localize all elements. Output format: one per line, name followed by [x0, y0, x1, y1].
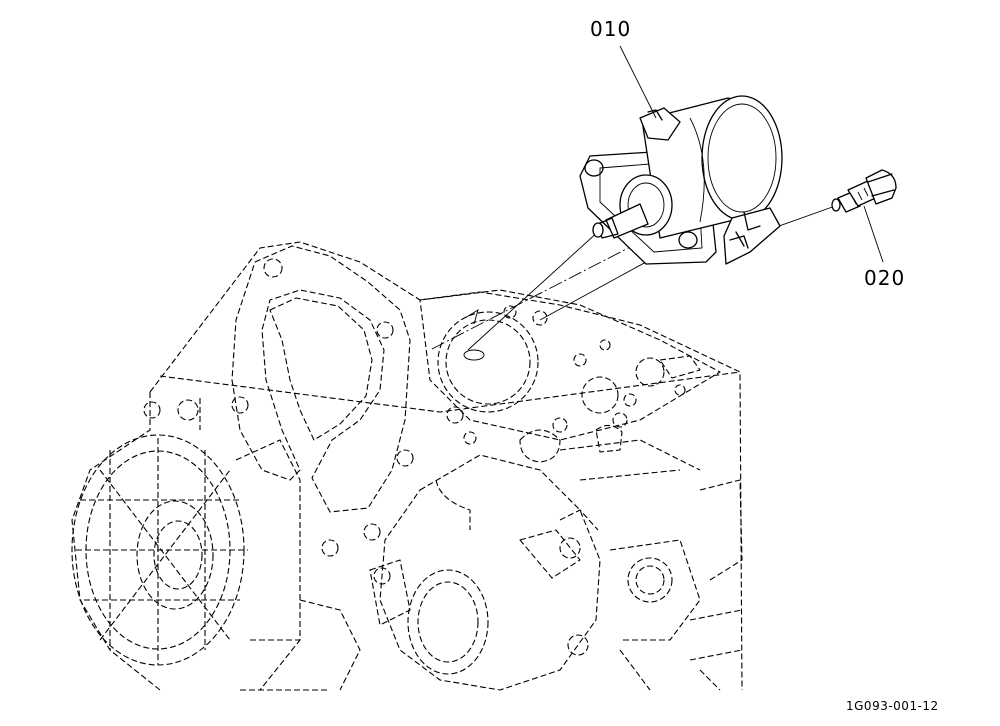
callout-020: 020: [863, 205, 905, 290]
engine-block: [71, 241, 743, 691]
callout-010: 010: [590, 17, 657, 119]
stop-solenoid-part: [579, 95, 783, 265]
callout-label-020: 020: [864, 266, 905, 290]
callout-label-010: 010: [590, 17, 631, 41]
bolt-part: [831, 169, 897, 213]
figure-reference-code: 1G093-001-12: [846, 699, 939, 713]
